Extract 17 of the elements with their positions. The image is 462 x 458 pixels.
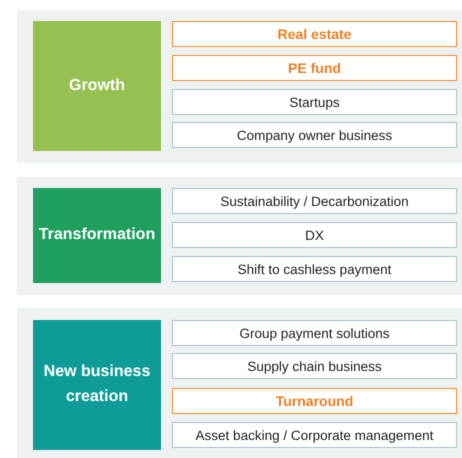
item-box: Group payment solutions <box>172 320 457 346</box>
item-box: Shift to cashless payment <box>172 256 457 282</box>
item-box: Asset backing / Corporate management <box>172 422 457 448</box>
highlighted-item-box: Turnaround <box>172 388 457 414</box>
item-box: Startups <box>172 89 457 115</box>
highlighted-item-box: PE fund <box>172 55 457 81</box>
panel-background <box>17 308 462 458</box>
item-box: Sustainability / Decarbonization <box>172 188 457 214</box>
highlighted-item-box: Real estate <box>172 21 457 47</box>
item-box: Company owner business <box>172 122 457 148</box>
item-box: DX <box>172 222 457 248</box>
panel-background <box>17 177 462 295</box>
category-box: Growth <box>33 21 161 151</box>
category-box: Transformation <box>33 188 161 283</box>
category-box: New business creation <box>33 320 161 450</box>
panel-background <box>17 10 462 163</box>
item-box: Supply chain business <box>172 353 457 379</box>
